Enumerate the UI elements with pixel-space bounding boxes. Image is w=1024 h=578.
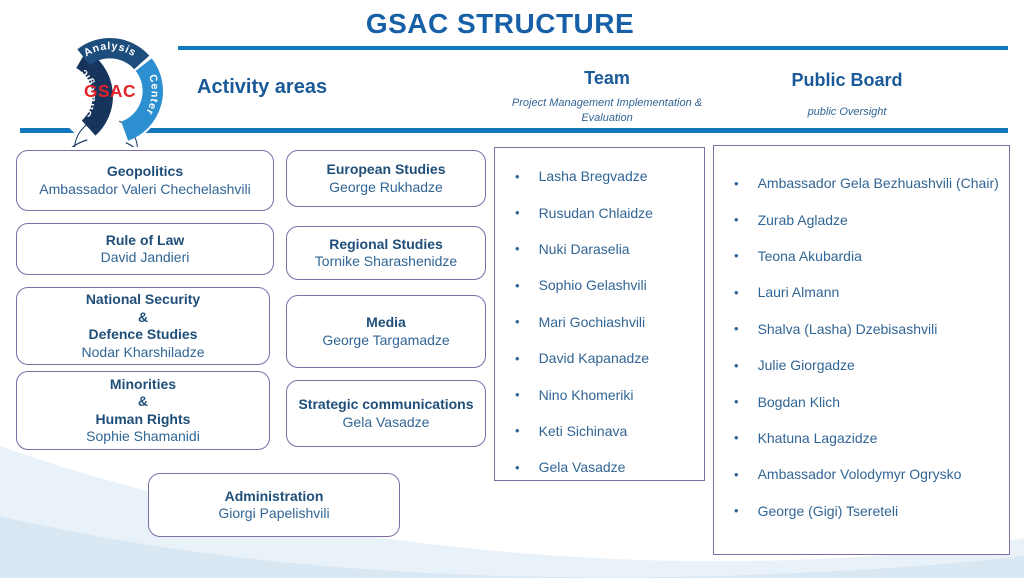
team-subtitle: Project Management Implementation & Eval… (511, 97, 703, 124)
team-header-block: Team Project Management Implementation &… (495, 68, 719, 126)
page-title: GSAC STRUCTURE (365, 8, 635, 39)
team-member: David Kapanadze (495, 340, 704, 376)
box-title: Rule of Law (105, 231, 185, 248)
public-board-header-block: Public Board public Oversight (727, 70, 967, 120)
header-divider (20, 128, 1008, 133)
box-title: National Security & Defence Studies (85, 291, 201, 342)
logo-segment-analysis (77, 38, 150, 70)
team-header: Team (584, 68, 630, 88)
gsac-logo: Strategic Analysis Center GSAC (48, 35, 166, 247)
team-members-list: Lasha Bregvadze Rusudan Chlaidze Nuki Da… (495, 158, 704, 486)
board-member: Bogdan Klich (714, 383, 1009, 419)
board-member: Khatuna Lagazidze (714, 420, 1009, 456)
box-title: Geopolitics (106, 163, 184, 179)
team-member: Rusudan Chlaidze (495, 194, 704, 230)
box-title: Media (366, 314, 406, 330)
team-member: Nuki Daraselia (495, 231, 704, 267)
box-title: Administration (224, 487, 324, 504)
public-board-header: Public Board (791, 70, 903, 90)
box-person: Tornike Sharashenidze (314, 253, 458, 269)
box-person: Sophie Shamanidi (86, 428, 200, 444)
board-member: Zurab Agladze (714, 201, 1009, 237)
logo-segment-strategic (75, 50, 113, 136)
public-board-members-list: Ambassador Gela Bezhuashvili (Chair) Zur… (714, 165, 1009, 529)
activity-box-administration: Administration Giorgi Papelishvili (148, 473, 400, 537)
public-board-members-panel: Ambassador Gela Bezhuashvili (Chair) Zur… (713, 145, 1010, 555)
wave-decoration (0, 446, 1024, 578)
activity-box-national-security: National Security & Defence Studies Noda… (16, 287, 270, 365)
logo-center-text: GSAC (84, 81, 136, 101)
box-title: Minorities & Human Rights (95, 375, 191, 427)
logo-arc-text-analysis: Analysis (82, 40, 138, 59)
activity-box-geopolitics: Geopolitics Ambassador Valeri Chechelash… (16, 150, 274, 211)
board-member: Teona Akubardia (714, 238, 1009, 274)
svg-text:Analysis: Analysis (82, 40, 139, 59)
box-person: George Targamadze (322, 331, 450, 348)
activity-box-european-studies: European Studies George Rukhadze (286, 150, 486, 207)
activity-areas-header: Activity areas (197, 76, 328, 98)
team-member: Keti Sichinava (495, 413, 704, 449)
team-member: Mari Gochiashvili (495, 304, 704, 340)
team-members-panel: Lasha Bregvadze Rusudan Chlaidze Nuki Da… (494, 147, 705, 481)
logo-segment-center (120, 58, 163, 141)
board-member: Ambassador Gela Bezhuashvili (Chair) (714, 165, 1009, 201)
team-member: Sophio Gelashvili (495, 267, 704, 303)
team-member: Lasha Bregvadze (495, 158, 704, 194)
box-person: Gela Vasadze (342, 413, 430, 430)
public-board-subtitle: public Oversight (807, 106, 887, 118)
board-member: Lauri Almann (714, 274, 1009, 310)
activity-box-minorities-human-rights: Minorities & Human Rights Sophie Shamani… (16, 371, 270, 450)
team-member: Gela Vasadze (495, 449, 704, 485)
activity-box-regional-studies: Regional Studies Tornike Sharashenidze (286, 226, 486, 280)
board-member: Shalva (Lasha) Dzebisashvili (714, 311, 1009, 347)
activity-box-media: Media George Targamadze (286, 295, 486, 368)
box-person: Giorgi Papelishvili (218, 505, 330, 521)
box-title: Regional Studies (329, 235, 443, 252)
box-person: David Jandieri (100, 249, 190, 265)
board-member: Ambassador Volodymyr Ogrysko (714, 456, 1009, 492)
activity-box-rule-of-law: Rule of Law David Jandieri (16, 223, 274, 275)
box-person: Ambassador Valeri Chechelashvili (39, 180, 251, 197)
board-member: George (Gigi) Tsereteli (714, 493, 1009, 529)
box-person: Nodar Kharshiladze (81, 343, 205, 360)
activity-box-strategic-communications: Strategic communications Gela Vasadze (286, 380, 486, 447)
box-person: George Rukhadze (329, 178, 443, 195)
board-member: Julie Giorgadze (714, 347, 1009, 383)
team-member: Nino Khomeriki (495, 376, 704, 412)
box-title: European Studies (326, 161, 446, 177)
title-underline (178, 46, 1008, 50)
box-title: Strategic communications (298, 396, 474, 412)
